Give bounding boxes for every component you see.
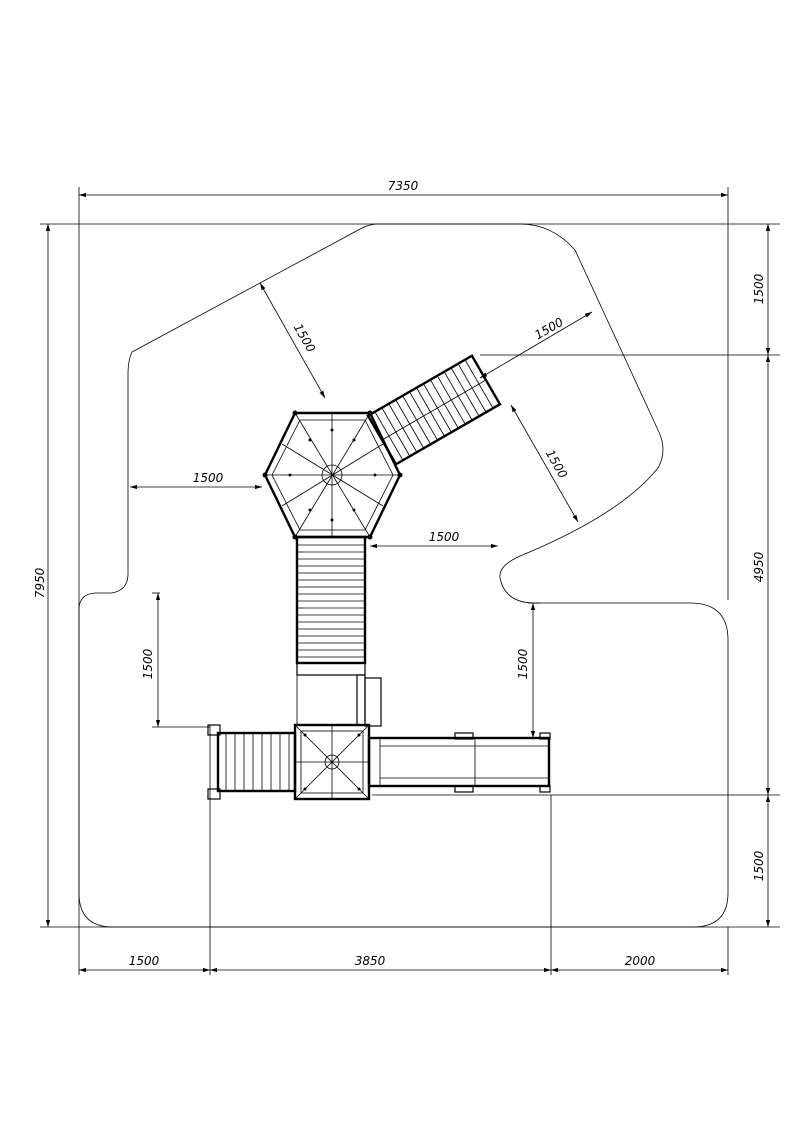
dim-right-middle: 4950 — [752, 551, 766, 582]
extension-lines — [40, 187, 780, 975]
slide-rung — [374, 411, 404, 461]
dim-clearance-upper-left: 1500 — [291, 321, 319, 355]
square-tower — [293, 723, 371, 801]
dim-clearance-right-hex: 1500 — [429, 530, 460, 544]
slide-rung — [450, 367, 480, 417]
safety-zone-boundary — [78, 223, 729, 928]
dim-clearance-slide-side: 1500 — [532, 315, 566, 343]
connecting-ramp — [295, 535, 382, 727]
dim-bottom-middle: 3850 — [355, 954, 386, 968]
slide-rung — [457, 363, 487, 413]
dim-right-top: 1500 — [752, 273, 766, 304]
dim-right-bottom: 1500 — [752, 850, 766, 881]
slide-rung — [464, 359, 494, 409]
diagonal-slide — [366, 354, 502, 466]
dim-bottom-right: 2000 — [625, 954, 656, 968]
dim-clearance-slide-end: 1500 — [543, 447, 571, 481]
slide-rung — [436, 375, 466, 425]
dim-bottom-left: 1500 — [129, 954, 160, 968]
dim-clearance-left-lower: 1500 — [141, 648, 155, 679]
slide-rung — [395, 399, 425, 449]
dimension-labels: 7350 7950 1500 4950 1500 1500 3850 2000 … — [33, 179, 766, 968]
slide-rung — [381, 407, 411, 457]
slide-rung — [423, 383, 452, 433]
slide-rung — [416, 387, 445, 437]
left-stairs — [207, 724, 297, 800]
slide-rung — [409, 391, 438, 441]
dimension-lines — [45, 192, 771, 973]
hexagonal-tower — [262, 410, 403, 540]
dim-clearance-left-hex: 1500 — [193, 471, 224, 485]
straight-slide — [367, 732, 551, 793]
slide-rung — [443, 371, 473, 421]
dim-overall-width: 7350 — [388, 179, 419, 193]
slide-rung — [388, 403, 418, 453]
dim-overall-height: 7950 — [33, 567, 47, 598]
slide-rung — [402, 395, 431, 445]
dim-clearance-right-lower: 1500 — [516, 648, 530, 679]
slide-rung — [430, 379, 459, 429]
